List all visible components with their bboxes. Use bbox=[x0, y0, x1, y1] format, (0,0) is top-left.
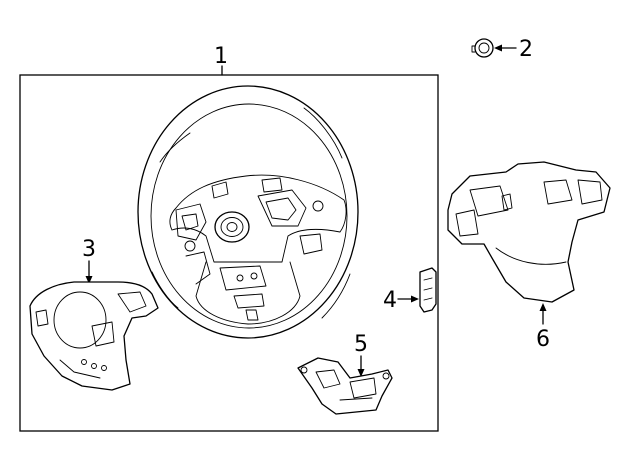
callout-3-arrow bbox=[85, 276, 93, 284]
callout-2-arrow bbox=[494, 44, 502, 52]
steering-wheel-part bbox=[137, 85, 359, 339]
callout-4-arrow bbox=[411, 295, 419, 303]
callout-5-arrow bbox=[357, 369, 365, 377]
callout-6-label: 6 bbox=[536, 327, 550, 352]
clip-part bbox=[471, 38, 494, 58]
callout-5-label: 5 bbox=[354, 332, 368, 357]
assembly-frame bbox=[19, 74, 439, 432]
callout-2-label: 2 bbox=[519, 37, 533, 62]
bracket-part bbox=[419, 267, 437, 313]
switch-assembly-part bbox=[297, 357, 393, 415]
callout-3-label: 3 bbox=[82, 237, 96, 262]
callout-4-label: 4 bbox=[383, 288, 397, 313]
callout-1-label: 1 bbox=[214, 44, 228, 69]
right-cover-part bbox=[447, 161, 611, 303]
callout-6-arrow bbox=[539, 303, 547, 311]
left-switch-cover-part bbox=[29, 281, 159, 391]
